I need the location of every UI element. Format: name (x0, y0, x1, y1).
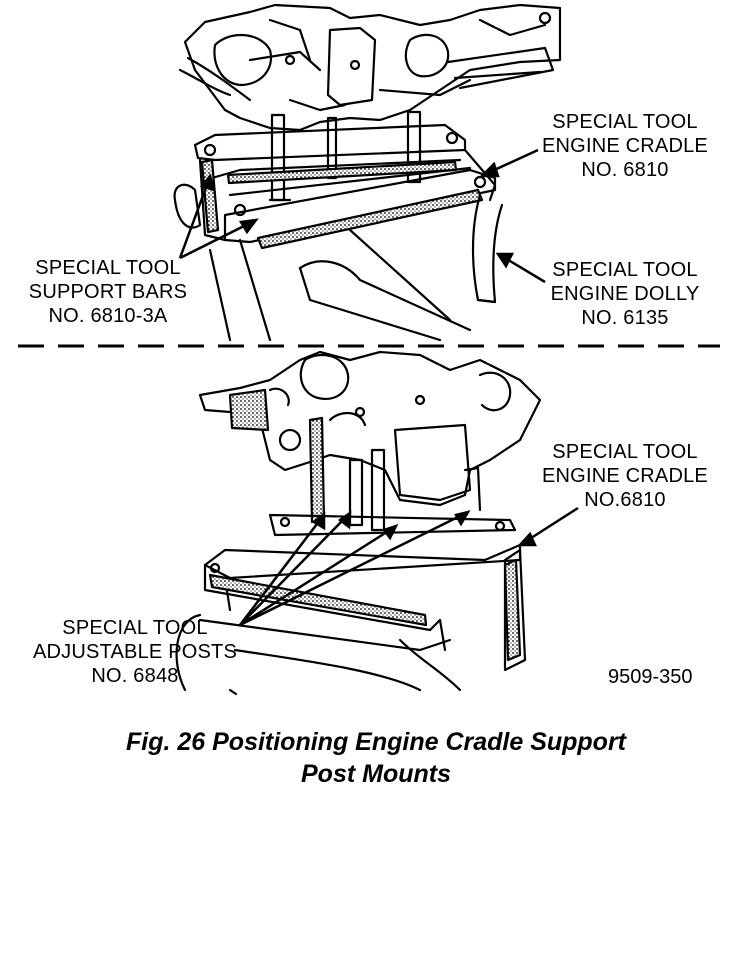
upper-support-bars (200, 158, 484, 250)
label-lower-adjustable-posts: SPECIAL TOOL ADJUSTABLE POSTS NO. 6848 (33, 617, 237, 687)
figure-caption-line-2: Post Mounts (301, 760, 451, 788)
upper-engine-block (178, 3, 562, 132)
label-upper-engine-dolly: SPECIAL TOOL ENGINE DOLLY NO. 6135 (550, 259, 700, 329)
label-lower-engine-cradle: SPECIAL TOOL ENGINE CRADLE NO.6810 (542, 441, 708, 511)
figure-code: 9509-350 (608, 666, 693, 688)
upper-view-drawing (173, 3, 562, 342)
figure-caption-line-1: Fig. 26 Positioning Engine Cradle Suppor… (125, 728, 627, 756)
lower-adjustable-posts (308, 416, 482, 532)
leader-lines (178, 148, 579, 627)
label-upper-engine-cradle: SPECIAL TOOL ENGINE CRADLE NO. 6810 (542, 111, 708, 181)
lower-cradle-bars-hatch (208, 558, 522, 662)
lower-dolly-frame (175, 613, 462, 696)
label-upper-support-bars: SPECIAL TOOL SUPPORT BARS NO. 6810-3A (28, 257, 188, 327)
lower-engine-block (198, 350, 542, 507)
upper-dolly-frame (173, 183, 504, 342)
lower-engine-mount-hatch (228, 388, 270, 432)
